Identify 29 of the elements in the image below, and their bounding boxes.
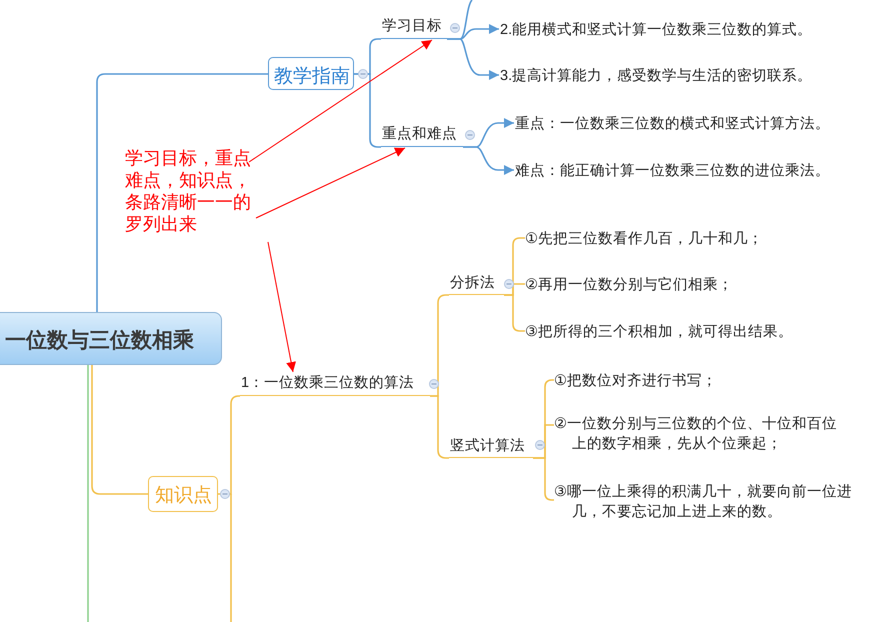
arrow xyxy=(463,146,514,175)
connector-line xyxy=(96,73,268,312)
arrow xyxy=(447,38,499,80)
topic-box: 知识点 xyxy=(148,476,218,512)
connector-line xyxy=(354,73,381,148)
item-text: ③把所得的三个积相加，就可得出结果。 xyxy=(525,320,815,342)
arrow xyxy=(268,242,296,372)
connector-line xyxy=(91,365,148,495)
item-text: 3.提高计算能力，感受数学与生活的密切联系。 xyxy=(500,64,835,86)
item-text: 难点：能正确计算一位数乘三位数的进位乘法。 xyxy=(515,159,850,181)
item-text: ①先把三位数看作几百，几十和几； xyxy=(525,227,795,249)
arrow xyxy=(248,40,432,162)
arrow xyxy=(256,148,406,218)
item-text: ①把数位对齐进行书写； xyxy=(554,369,754,391)
item-text: ②再用一位数分别与它们相乘； xyxy=(525,273,755,295)
item-text: ②一位数分别与三位数的个位、十位和百位上的数字相乘，先从个位乘起； xyxy=(554,414,846,458)
underlined-label: 分拆法 xyxy=(449,273,504,295)
underlined-label: 1：一位数乘三位数的算法 xyxy=(240,373,430,396)
underlined-label: 重点和难点 xyxy=(381,124,463,147)
central-topic-box: 一位数与三位数相乘 xyxy=(0,312,222,365)
item-text: ③哪一位上乘得的积满几十，就要向前一位进几，不要忘记加上进上来的数。 xyxy=(554,482,872,526)
connector-line xyxy=(230,494,232,622)
underlined-label: 竖式计算法 xyxy=(449,436,533,458)
item-text: 2.能用横式和竖式计算一位数乘三位数的算式。 xyxy=(500,18,835,40)
connector-line xyxy=(87,365,89,622)
annotation-text: 学习目标，重点难点，知识点，条路清晰一一的罗列出来 xyxy=(125,147,253,252)
topic-box: 教学指南 xyxy=(268,57,354,90)
underlined-label: 学习目标 xyxy=(381,16,447,39)
item-text: 重点：一位数乘三位数的横式和竖式计算方法。 xyxy=(515,112,850,134)
